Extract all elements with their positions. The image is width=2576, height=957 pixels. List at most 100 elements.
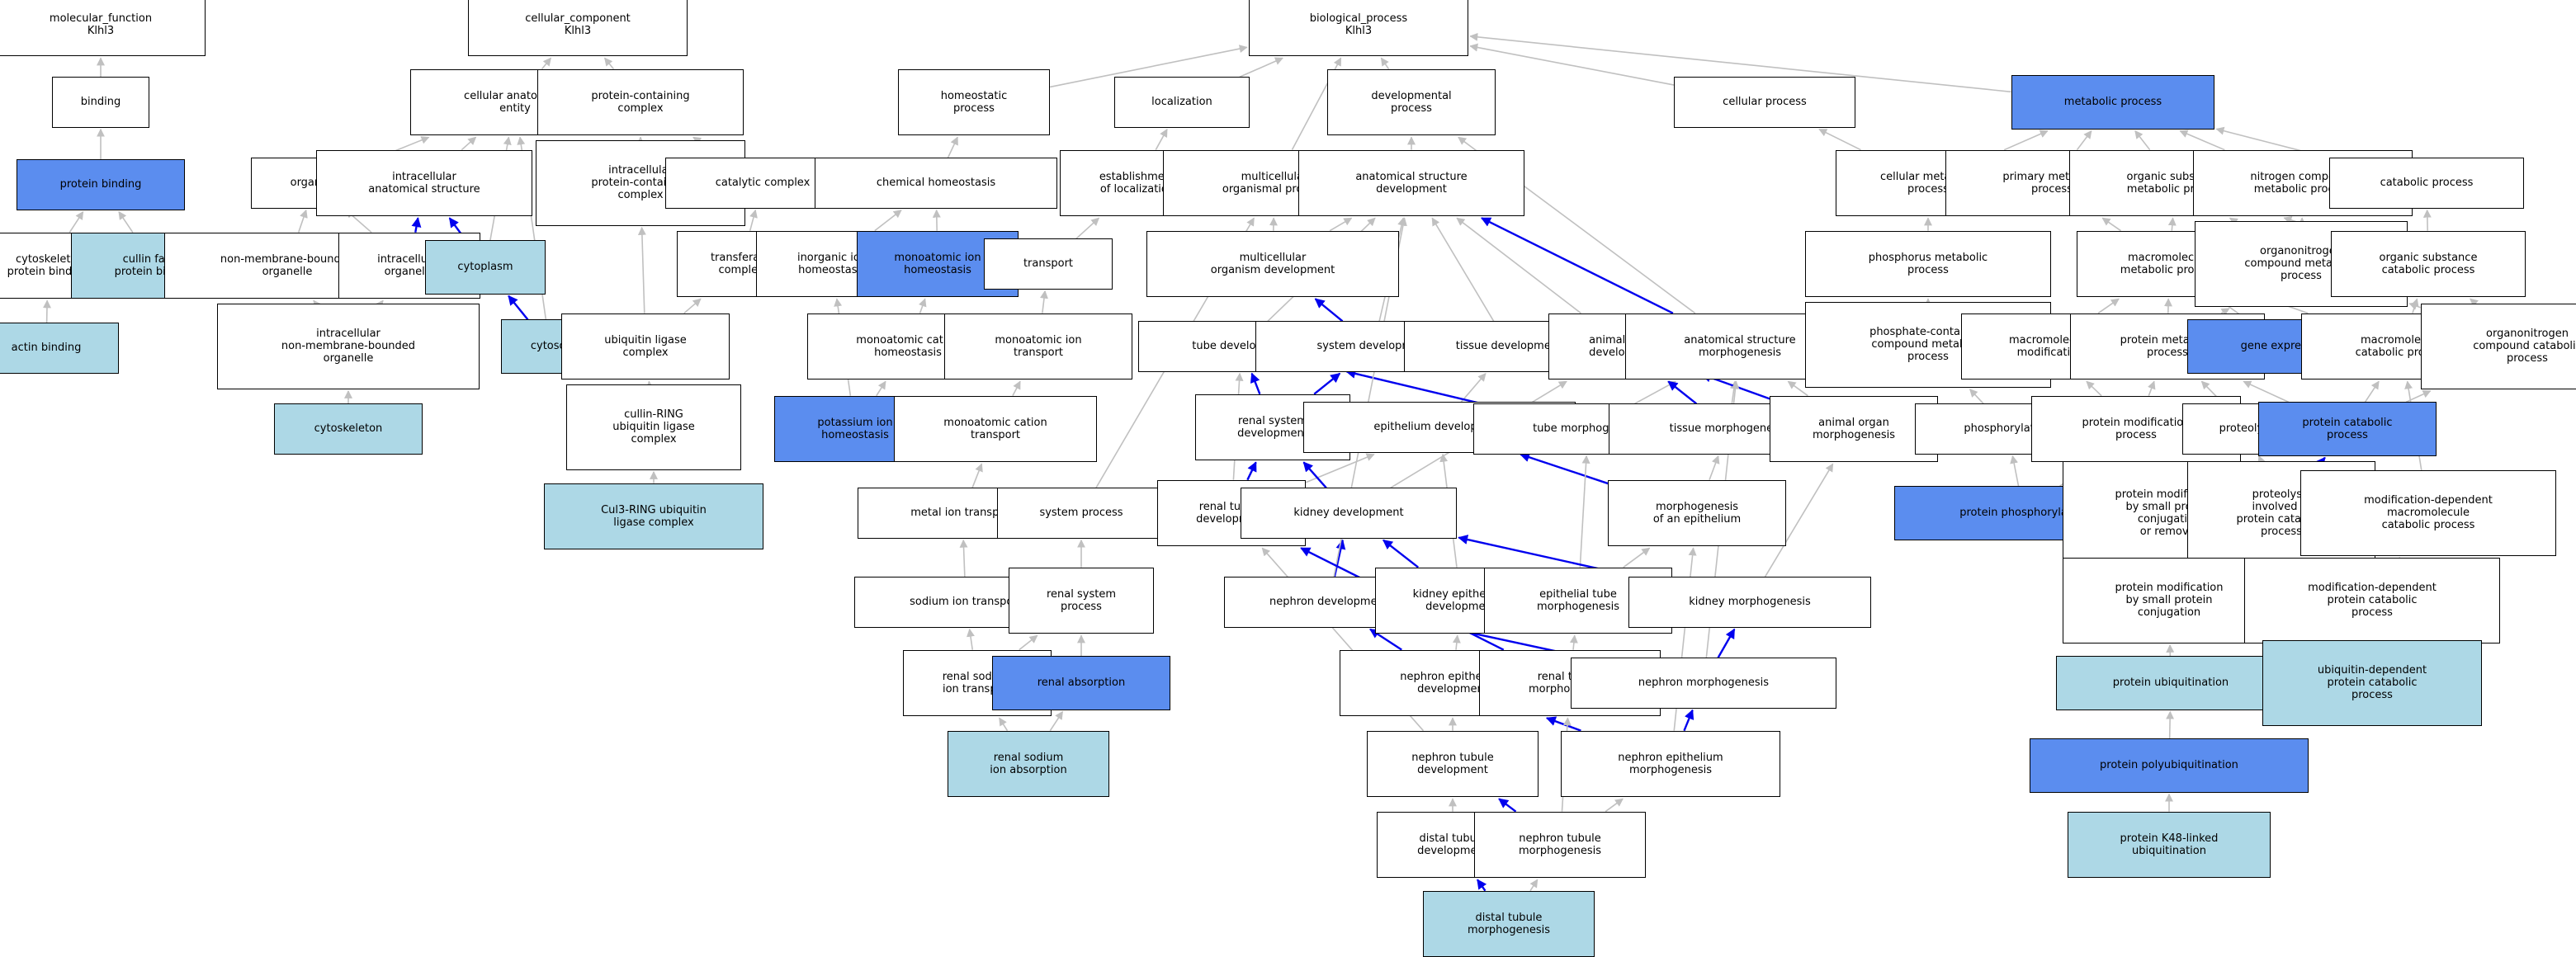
go-term-node-prot-cat: protein catabolic process (2258, 402, 2437, 455)
edge-mono-cat-t-to-mono-ion-t (1013, 381, 1020, 395)
edge-osmp-to-metabolic (2135, 131, 2150, 150)
go-term-node-mono-ion-t: monoatomic ion transport (944, 314, 1132, 380)
edge-phosphorylation-to-pccmp (1970, 389, 1983, 403)
edge-tube-morph-to-asm (1635, 381, 1676, 403)
go-term-node-mod: multicellular organism development (1146, 231, 1399, 298)
edge-nephron-epi-morph-to-nephron-morph (1684, 710, 1692, 731)
go-term-node-developmental: developmental process (1327, 69, 1496, 136)
go-term-node-cytoskeleton: cytoskeleton (274, 403, 423, 454)
edge-nephron-tubule-morph-to-nephron-epi-morph (1605, 799, 1623, 811)
go-term-node-catabolic: catabolic process (2329, 158, 2523, 208)
go-term-node-mod-dep-prot: modification-dependent protein catabolic… (2244, 558, 2500, 644)
edge-mod-to-asd (1330, 218, 1351, 230)
go-term-node-nephron-tubule-dev: nephron tubule development (1367, 731, 1539, 798)
edge-cyto-protein-binding-to-protein-binding (69, 212, 83, 233)
edge-distal-tubule-morph-to-nephron-tubule-morph (1530, 879, 1538, 890)
go-term-node-cullin-ring: cullin-RING ubiquitin ligase complex (566, 384, 741, 470)
edge-chem-homeo-to-homeostatic (948, 137, 957, 158)
edge-prot-cat-to-prot-metab (2243, 381, 2289, 402)
go-term-node-cul3: Cul3-RING ubiquitin ligase complex (544, 483, 764, 550)
edge-cellular-process-to-bp (1470, 46, 1674, 85)
edge-renal-na-abs-to-renal-abs (1050, 712, 1062, 731)
edge-renal-tubule-morph-to-epi-tube-morph (1573, 635, 1575, 649)
edge-nephron-epi-dev-to-kidney-epi-dev (1456, 635, 1458, 649)
edge-renal-na-abs-to-renal-na-t (1000, 718, 1008, 730)
edge-sys-dev-to-mod (1316, 299, 1343, 321)
edge-kidney-epi-dev-to-kidney-dev (1383, 540, 1418, 568)
go-term-node-osc: organic substance catabolic process (2331, 231, 2525, 298)
edge-nmbo-to-organelle (299, 210, 306, 233)
edge-nephron-dev-to-kidney-dev (1335, 540, 1343, 578)
edge-ubl-complex-to-ipcc (642, 228, 645, 314)
edge-macro-cat-to-osc (2413, 299, 2418, 313)
go-term-node-mono-cat-t: monoatomic cation transport (894, 396, 1098, 463)
edge-ias-to-cae (461, 137, 475, 149)
edge-prot-cat-to-orgn-cat (2406, 391, 2430, 403)
go-term-node-cytoplasm: cytoplasm (425, 240, 545, 294)
edge-renal-na-t-to-renal-sys-proc (1019, 635, 1037, 649)
edge-morph-epi-to-epi-dev (1520, 455, 1608, 483)
edge-pcc-to-cc (605, 58, 614, 68)
edge-k-homeo-to-mono-cat-h (877, 381, 886, 395)
go-term-node-nephron-tubule-morph: nephron tubule morphogenesis (1474, 812, 1646, 879)
go-term-node-protein-binding: protein binding (17, 159, 185, 210)
go-term-node-mod-dep-macro: modification-dependent macromolecule cat… (2300, 470, 2556, 556)
edge-prot-polyubiq-to-prot-ubiq (2170, 712, 2171, 739)
edge-cullin-binding-to-protein-binding (119, 212, 133, 233)
edge-prim-metab-to-metabolic (2077, 131, 2091, 150)
go-term-node-sys-proc: system process (997, 488, 1165, 538)
edge-tissue-morph-to-animal-organ-dev (1668, 381, 1696, 403)
edge-mono-ion-t-to-transport (1042, 291, 1045, 314)
edge-osc-to-catabolic (2427, 210, 2428, 231)
go-term-node-binding: binding (52, 77, 149, 127)
go-term-node-prot-polyubiq: protein polyubiquitination (2030, 738, 2308, 792)
edge-cell-metab-to-cellular-process (1819, 130, 1860, 150)
edge-cae-to-cc (542, 58, 551, 68)
edge-renal-tubule-dev-to-renal-sys-dev (1247, 462, 1255, 479)
go-term-node-cellular-process: cellular process (1674, 77, 1855, 127)
go-term-node-actin-binding: actin binding (0, 323, 119, 373)
go-term-node-localization: localization (1114, 77, 1250, 127)
edge-io-to-ias (415, 218, 418, 232)
edge-inorg-ion-to-chem-homeo (875, 210, 901, 231)
go-term-node-cc: cellular_component Klhl3 (468, 0, 688, 56)
edge-tissue-morph-to-asm (1732, 381, 1735, 403)
edge-developmental-to-bp (1382, 58, 1389, 68)
edge-est-loc-to-localization (1156, 130, 1167, 150)
edge-renal-sys-dev-to-tube-dev (1252, 374, 1260, 394)
edge-morph-epi-to-tissue-morph (1709, 456, 1718, 480)
edge-asm-to-asd (1482, 218, 1673, 313)
edge-nephron-morph-to-kidney-morph (1718, 629, 1735, 658)
edge-localization-to-bp (1240, 58, 1283, 77)
edge-actin-binding-to-cyto-protein-binding (47, 300, 48, 323)
edge-nephron-epi-morph-to-nephron-epi-dev (1547, 718, 1581, 730)
go-term-node-orgn-cat: organonitrogen compound catabolic proces… (2421, 304, 2576, 389)
edge-macro-metab-to-prim-metab (2102, 218, 2120, 230)
edge-prot-mod-to-macro-mod (2087, 381, 2101, 395)
go-term-node-chem-homeo: chemical homeostasis (815, 158, 1057, 208)
go-term-node-distal-tubule-morph: distal tubule morphogenesis (1423, 891, 1595, 957)
edge-nephron-tubule-morph-to-nephron-tubule-dev (1499, 799, 1515, 811)
edge-prot-phos-to-phosphorylation (2012, 456, 2018, 487)
go-term-node-renal-na-abs: renal sodium ion absorption (948, 731, 1109, 798)
go-term-node-ias: intracellular anatomical structure (316, 150, 533, 217)
edge-macro-mod-to-macro-metab (2098, 299, 2119, 313)
go-term-node-nephron-epi-morph: nephron epithelium morphogenesis (1561, 731, 1781, 798)
go-term-node-nephron-morph: nephron morphogenesis (1571, 658, 1836, 708)
go-term-node-kidney-morph: kidney morphogenesis (1628, 577, 1871, 627)
edge-ubl-complex-to-transferase (684, 299, 701, 313)
go-term-node-homeostatic: homeostatic process (898, 69, 1050, 136)
edge-mono-cat-h-to-mono-ion-h (920, 299, 925, 313)
go-term-node-pcc: protein-containing complex (537, 69, 744, 136)
edge-na-ion-t-to-metal-ion-t (963, 540, 965, 578)
go-term-node-phos-metab: phosphorus metabolic process (1805, 231, 2051, 298)
edge-cytosol-to-cytoplasm (508, 296, 527, 320)
edge-epi-dev-to-tissue-dev (1461, 374, 1486, 403)
edge-epi-tube-morph-to-morph-epi (1624, 548, 1650, 567)
go-term-node-asd: anatomical structure development (1298, 150, 1524, 217)
go-term-node-renal-sys-proc: renal system process (1009, 568, 1154, 634)
edge-tube-morph-to-tube-dev (1346, 371, 1482, 403)
edge-prot-cat-to-macro-cat (2366, 381, 2380, 402)
go-term-node-metabolic: metabolic process (2011, 75, 2215, 129)
